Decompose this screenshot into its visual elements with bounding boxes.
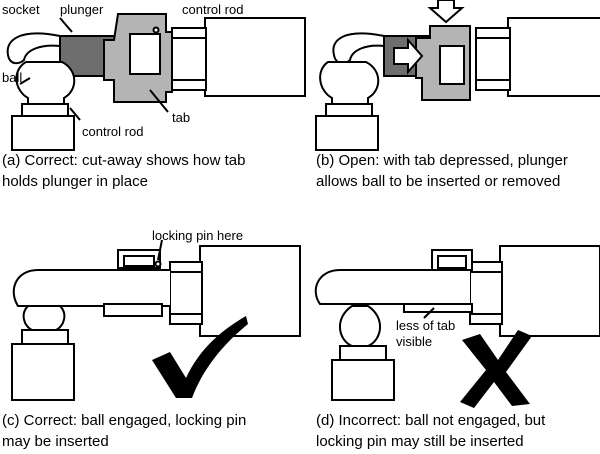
caption-d: (d) Incorrect: ball not engaged, but loc… xyxy=(316,410,600,452)
caption-a-line2: holds plunger in place xyxy=(2,173,148,190)
elbow-arm xyxy=(12,269,170,307)
label-plunger: plunger xyxy=(60,2,104,17)
x-mark-icon xyxy=(460,330,532,408)
panel-c xyxy=(11,239,301,401)
label-control-rod-top: control rod xyxy=(182,2,243,17)
panel-a xyxy=(6,13,306,151)
label-socket: socket xyxy=(2,2,40,17)
caption-b-line2: allows ball to be inserted or removed xyxy=(316,173,561,190)
arrow-down-icon xyxy=(427,0,465,24)
caption-a-line1: (a) Correct: cut-away shows how tab xyxy=(2,152,246,169)
label-control-rod-bottom: control rod xyxy=(82,124,143,139)
tab-cutout xyxy=(129,33,161,75)
caption-b: (b) Open: with tab depressed, plunger al… xyxy=(316,150,600,192)
label-less-of-tab: less of tab xyxy=(396,318,455,333)
caption-d-line2: locking pin may still be inserted xyxy=(316,433,524,450)
ball xyxy=(339,305,381,347)
control-rod-vertical xyxy=(11,115,75,151)
ball-nut xyxy=(21,103,69,117)
caption-c-line1: (c) Correct: ball engaged, locking pin xyxy=(2,412,247,429)
socket xyxy=(6,32,61,65)
arrow-right-icon xyxy=(393,37,424,75)
panel-d xyxy=(314,245,600,408)
locking-pin-hole xyxy=(154,260,162,268)
ball xyxy=(15,61,76,105)
label-ball: ball xyxy=(2,70,22,85)
control-rod-horizontal xyxy=(204,17,306,97)
caption-d-line1: (d) Incorrect: ball not engaged, but xyxy=(316,412,546,429)
panel-b xyxy=(315,0,600,151)
caption-b-line1: (b) Open: with tab depressed, plunger xyxy=(316,152,568,169)
locking-pin-hole xyxy=(152,26,160,34)
label-tab: tab xyxy=(172,110,190,125)
ball xyxy=(22,305,66,331)
tab xyxy=(117,249,161,269)
caption-a: (a) Correct: cut-away shows how tab hold… xyxy=(2,150,302,192)
label-locking-pin: locking pin here xyxy=(152,228,243,243)
checkmark-icon xyxy=(152,316,248,398)
hex-nut xyxy=(171,27,207,91)
caption-c: (c) Correct: ball engaged, locking pin m… xyxy=(2,410,302,452)
caption-c-line2: may be inserted xyxy=(2,433,109,450)
label-visible: visible xyxy=(396,334,432,349)
